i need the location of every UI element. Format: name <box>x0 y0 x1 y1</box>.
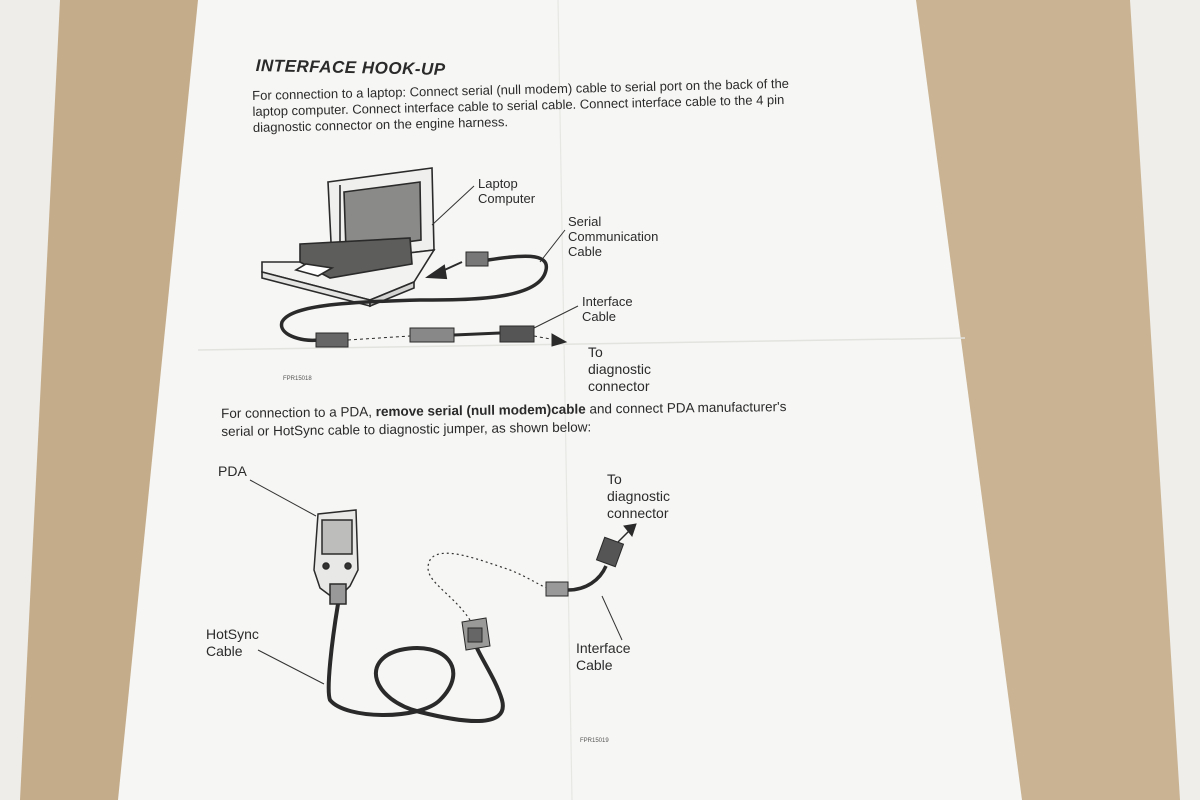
label-interface-cable: Interface Cable <box>582 294 633 324</box>
label-pda-interface-cable: Interface Cable <box>576 640 631 673</box>
figure-code-laptop: FPR15018 <box>283 376 312 382</box>
figure-code-pda: FPR15019 <box>580 738 609 744</box>
pda-instructions-intro: For connection to a PDA, <box>221 404 376 421</box>
label-to-diagnostic-connector: To diagnostic connector <box>588 344 652 394</box>
pda-instructions-bold: remove serial (null modem)cable <box>375 401 586 420</box>
label-laptop-computer: Laptop Computer <box>478 176 536 206</box>
pda-instructions: For connection to a PDA, remove serial (… <box>221 398 787 441</box>
label-hotsync-cable: HotSync Cable <box>206 626 259 659</box>
label-pda: PDA <box>218 463 247 479</box>
document-title: INTERFACE HOOK-UP <box>255 56 446 79</box>
label-serial-communication-cable: Serial Communication Cable <box>568 214 659 259</box>
label-pda-to-diagnostic-connector: To diagnostic connector <box>607 471 671 521</box>
pda-instructions-rest: and connect PDA manufacturer's <box>585 399 787 417</box>
